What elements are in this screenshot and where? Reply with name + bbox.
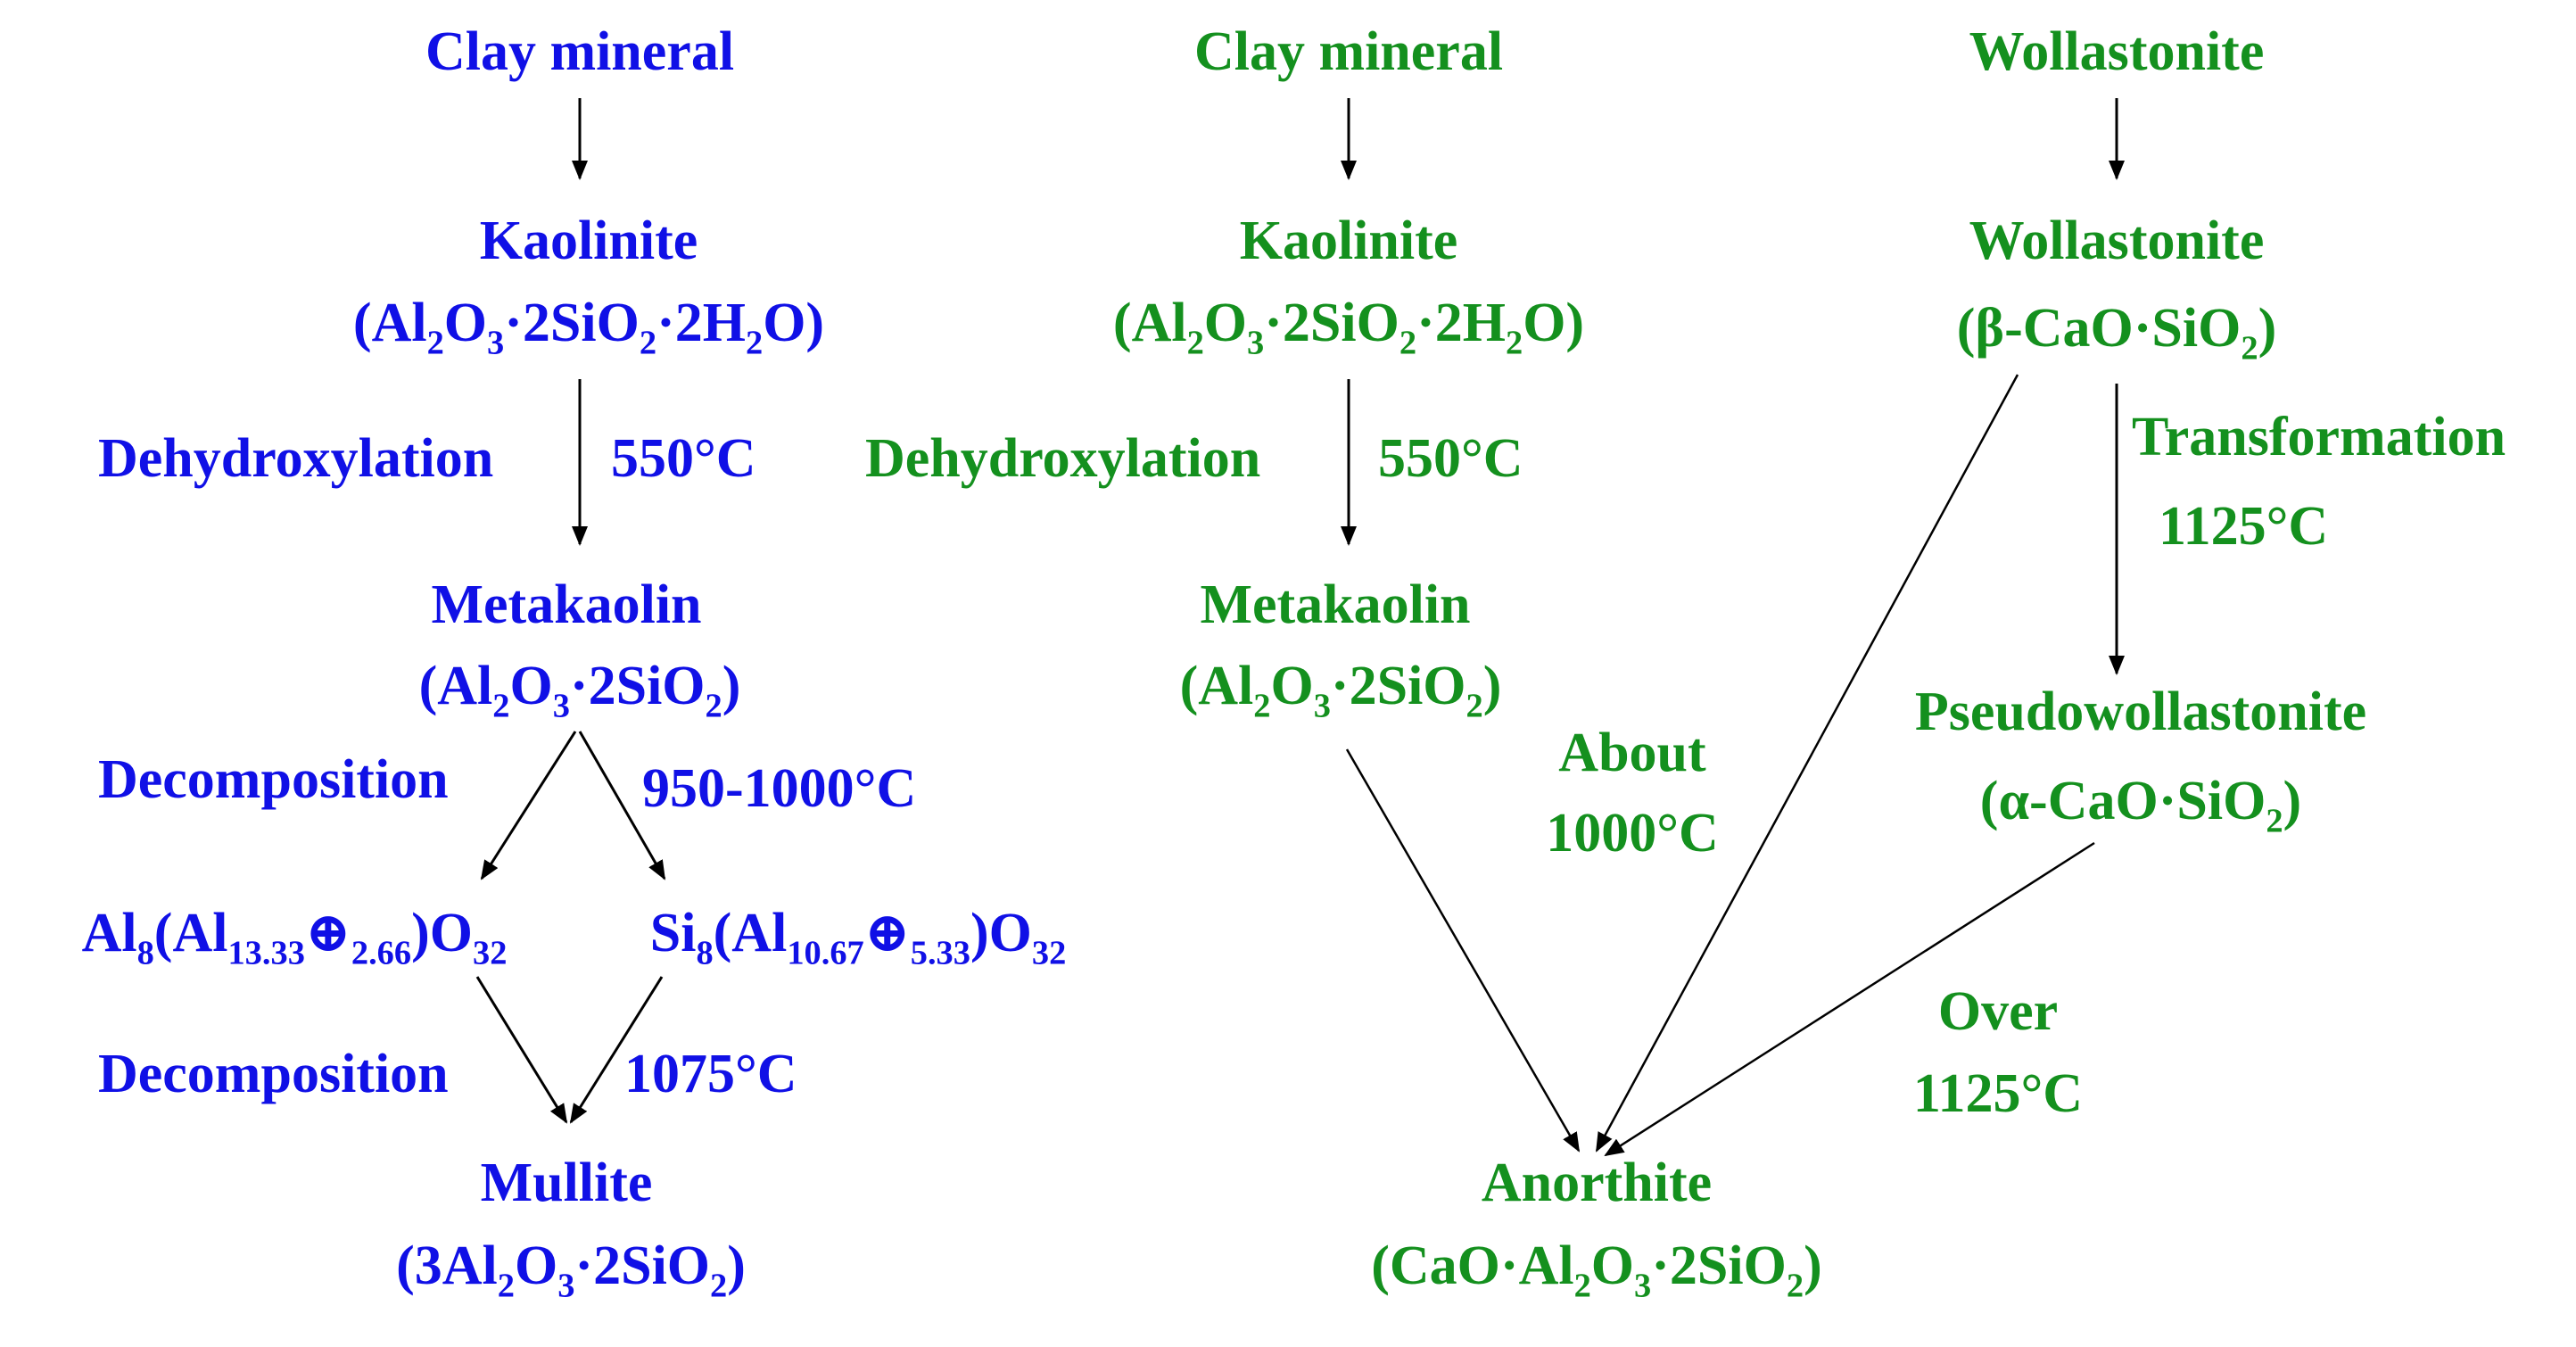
dehydroxylation-label-left: Dehydroxylation	[98, 428, 494, 489]
over-label: Over	[1937, 981, 2059, 1042]
arrow-metakaolin-to-anorthite	[1345, 748, 1581, 1153]
wollastonite-top-label: Wollastonite	[1969, 21, 2265, 82]
decomposition-label-1: Decomposition	[98, 749, 449, 810]
wollastonite-label: Wollastonite	[1969, 211, 2265, 271]
transformation-label: Transformation	[2132, 407, 2506, 467]
about-label: About	[1558, 723, 1706, 783]
mullite-label: Mullite	[480, 1153, 653, 1213]
temp-1125: 1125°C	[2159, 496, 2329, 557]
clay-mineral-label-right: Clay mineral	[1193, 21, 1504, 82]
al-spinel-formula: Al8(Al13.33⊕2.66)O32	[81, 903, 508, 972]
kaolinite-formula-right: (Al2O3·2SiO2·2H2O)	[1112, 293, 1585, 362]
metakaolin-label-left: Metakaolin	[431, 574, 702, 635]
metakaolin-formula-left: (Al2O3·2SiO2)	[418, 656, 741, 725]
dehydroxylation-label-right: Dehydroxylation	[865, 428, 1261, 489]
kaolinite-label-left: Kaolinite	[479, 211, 698, 271]
temp-1075: 1075°C	[624, 1044, 797, 1104]
arrow-wollastonite-to-anorthite	[1595, 374, 2019, 1153]
si-spinel-formula: Si8(Al10.67⊕5.33)O32	[649, 903, 1067, 972]
alpha-wollastonite-formula: (α-CaO·SiO2)	[1979, 771, 2302, 840]
metakaolin-label-right: Metakaolin	[1200, 574, 1471, 635]
temp-550-left: 550°C	[611, 428, 756, 489]
pseudowollastonite-label: Pseudowollastonite	[1914, 682, 2367, 742]
temp-over-1125: 1125°C	[1912, 1063, 2084, 1124]
temp-about-1000: 1000°C	[1546, 803, 1719, 864]
decomposition-label-2: Decomposition	[98, 1044, 449, 1104]
beta-wollastonite-formula: (β-CaO·SiO2)	[1956, 298, 2277, 368]
temp-950-1000: 950-1000°C	[642, 758, 917, 819]
arrow-metakaolin-to-al-spinel	[480, 731, 577, 880]
kaolinite-label-right: Kaolinite	[1239, 211, 1458, 271]
anorthite-formula: (CaO·Al2O3·2SiO2)	[1371, 1235, 1822, 1305]
temp-550-right: 550°C	[1378, 428, 1523, 489]
arrow-al-spinel-to-mullite	[475, 976, 568, 1124]
arrow-metakaolin-to-si-spinel	[578, 731, 666, 880]
mullite-formula: (3Al2O3·2SiO2)	[396, 1235, 746, 1305]
anorthite-label: Anorthite	[1481, 1153, 1713, 1213]
clay-mineral-label-left: Clay mineral	[425, 21, 735, 82]
arrow-pseudowollastonite-to-anorthite	[1604, 841, 2095, 1157]
metakaolin-formula-right: (Al2O3·2SiO2)	[1179, 656, 1502, 725]
arrow-si-spinel-to-mullite	[569, 976, 664, 1124]
kaolinite-formula-left: (Al2O3·2SiO2·2H2O)	[352, 293, 825, 362]
